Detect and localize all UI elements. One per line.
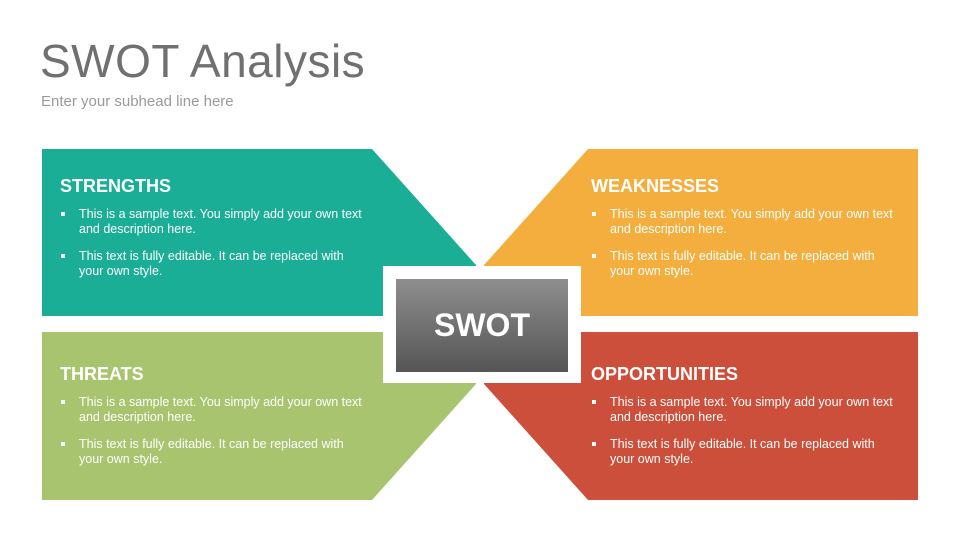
strengths-bullet-1: This is a sample text. You simply add yo…: [60, 207, 369, 236]
strengths-shape: [42, 149, 476, 316]
opportunities-bullet-2: This text is fully editable. It can be r…: [591, 437, 900, 466]
opportunities-heading: OPPORTUNITIES: [591, 364, 739, 384]
weaknesses-quadrant: WEAKNESSES This is a sample text. You si…: [591, 176, 900, 291]
strengths-quadrant: STRENGTHS This is a sample text. You sim…: [60, 176, 369, 291]
weaknesses-list: This is a sample text. You simply add yo…: [591, 207, 900, 278]
center-box: [396, 279, 568, 372]
weaknesses-bullet-2: This text is fully editable. It can be r…: [591, 249, 900, 278]
threats-list: This is a sample text. You simply add yo…: [60, 395, 369, 466]
threats-heading: THREATS: [60, 364, 144, 384]
opportunities-shape: [484, 332, 918, 500]
opportunities-bullet-1: This is a sample text. You simply add yo…: [591, 395, 900, 424]
threats-shape: [42, 332, 476, 500]
threats-bullet-1: This is a sample text. You simply add yo…: [60, 395, 369, 424]
slide-title: SWOT Analysis: [40, 35, 366, 87]
strengths-list: This is a sample text. You simply add yo…: [60, 207, 369, 278]
weaknesses-bullet-1: This is a sample text. You simply add yo…: [591, 207, 900, 236]
opportunities-quadrant: OPPORTUNITIES This is a sample text. You…: [591, 364, 900, 479]
center-label: SWOT: [434, 307, 530, 343]
weaknesses-shape: [484, 149, 918, 316]
strengths-heading: STRENGTHS: [60, 176, 172, 196]
weaknesses-heading: WEAKNESSES: [591, 176, 720, 196]
slide-subtitle: Enter your subhead line here: [41, 93, 234, 110]
opportunities-list: This is a sample text. You simply add yo…: [591, 395, 900, 466]
threats-bullet-2: This text is fully editable. It can be r…: [60, 437, 369, 466]
strengths-bullet-2: This text is fully editable. It can be r…: [60, 249, 369, 278]
threats-quadrant: THREATS This is a sample text. You simpl…: [60, 364, 369, 479]
